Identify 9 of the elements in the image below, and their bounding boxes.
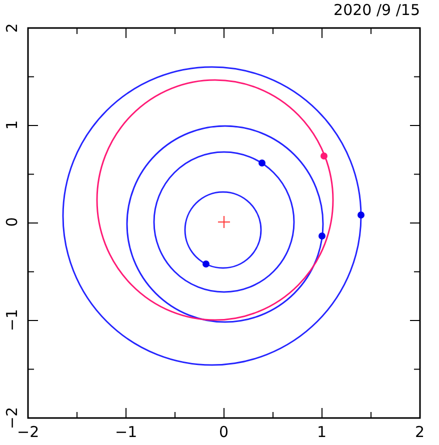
tick-label: −1	[4, 308, 20, 332]
tick-label: −1	[115, 424, 138, 440]
tick-label: 2	[4, 23, 20, 33]
tick-label: 0	[4, 217, 20, 227]
tick-label: 1	[4, 120, 20, 130]
tick-label: 1	[317, 424, 327, 440]
tick-label: 0	[219, 424, 229, 440]
plot-title: 2020 /9 /15	[334, 2, 420, 18]
tick-label: 2	[415, 424, 425, 440]
